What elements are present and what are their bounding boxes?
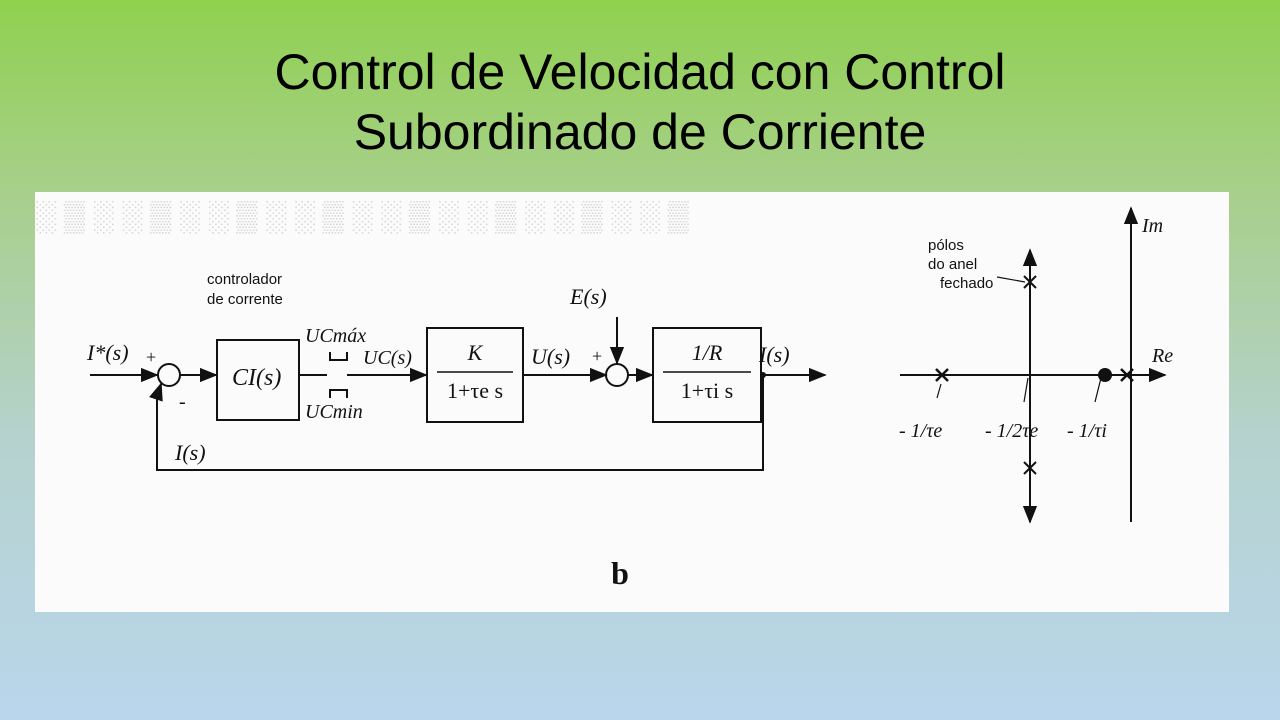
title-line-1: Control de Velocidad con Control [274,44,1006,100]
closed-loop-pole-lower [1023,461,1037,475]
output-signal-label: I(s) [758,342,790,367]
feedback-sign: - [179,391,186,413]
controller-block-label: CI(s) [232,365,281,391]
zero-marker [1098,368,1112,382]
pole-label-1: - 1/τe [899,420,942,442]
imag-axis-label: Im [1141,215,1163,237]
limit-min-label: UCmin [305,401,363,423]
pickoff-point [760,372,766,378]
figure-caption: b [611,555,629,591]
limiter-max-bracket [329,352,348,361]
feedback-signal-label: I(s) [174,440,206,465]
input-signal-label: I*(s) [86,340,129,365]
feedback-path [156,375,764,471]
controller-block [216,339,300,421]
closed-loop-label-1: pólos [928,237,964,254]
limit-max-label: UCmáx [305,325,366,347]
pole-label-3: - 1/τi [1067,420,1107,442]
closed-loop-label-3: fechado [940,275,993,292]
title-line-2: Subordinado de Corriente [353,104,927,160]
pole-marker-2 [1120,368,1134,382]
converter-denominator: 1+τe s [447,378,503,403]
control-signal-label: UC(s) [363,347,412,369]
plant-numerator: 1/R [692,340,723,365]
summing-junction-1 [157,363,181,387]
summing-junction-2 [605,363,629,387]
real-axis-label: Re [1151,345,1173,367]
closed-loop-pole-upper [1023,275,1037,289]
plant-denominator: 1+τi s [681,378,733,403]
scanned-figure: ░ ▒ ░ ░ ▒ ░ ░ ▒ ░ ░ ▒ ░ ░ ▒ ░ ░ ▒ ░ ░ ▒ … [35,192,1229,612]
converter-numerator: K [467,340,484,365]
output-voltage-label: U(s) [531,344,570,369]
input-sign: + [146,347,156,367]
pole-label-2: - 1/2τe [985,420,1038,442]
disturbance-sign: + [592,346,602,366]
disturbance-label: E(s) [569,284,607,309]
controller-label-line1: controlador [207,271,282,288]
controller-label-line2: de corrente [207,291,283,308]
slide-title: Control de Velocidad con Control Subordi… [0,42,1280,162]
pole-marker-1 [935,368,949,382]
closed-loop-label-2: do anel [928,256,977,273]
limiter-min-bracket [329,389,348,398]
control-diagram: controlador de corrente I*(s) + - CI(s) … [86,206,1173,591]
